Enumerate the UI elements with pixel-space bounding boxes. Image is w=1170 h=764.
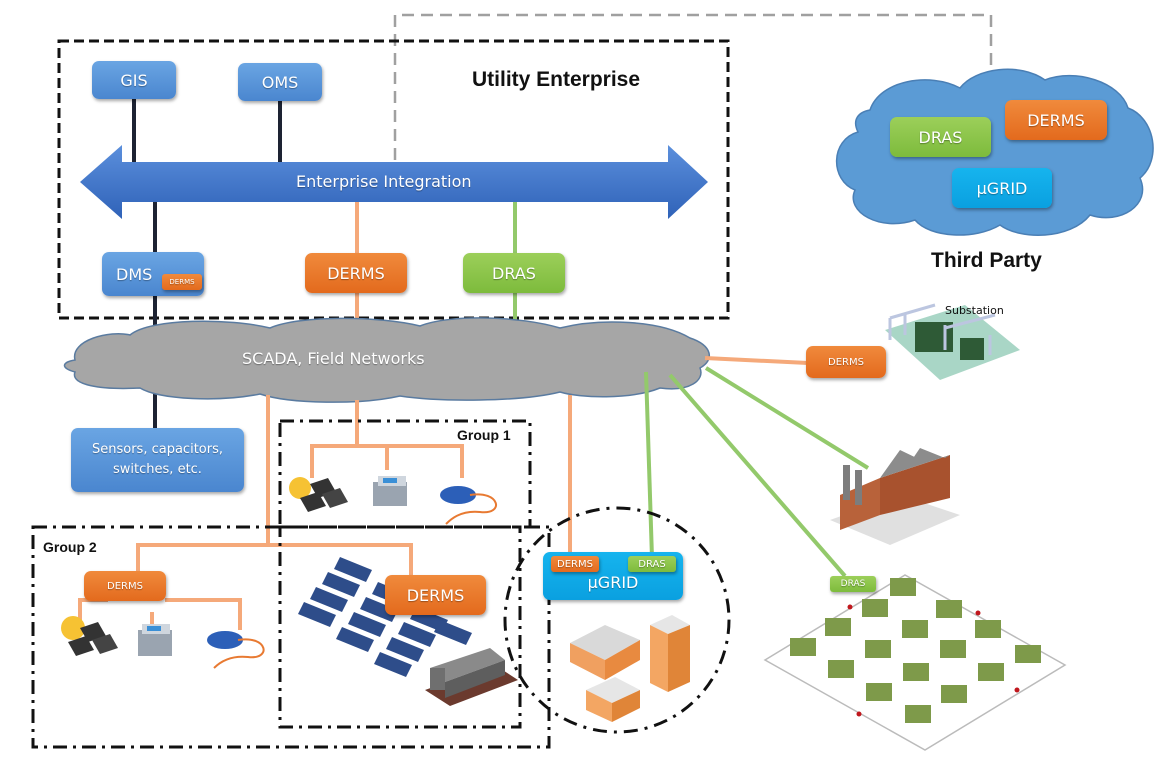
microgrid-dras-badge: DRAS (628, 556, 676, 572)
third-party-cloud (835, 68, 1154, 236)
storage-unit-icon (373, 476, 407, 506)
dms-derms-badge: DERMS (162, 274, 202, 290)
ugrid-dras-link (644, 371, 654, 559)
neighborhood-dras-box: DRAS (830, 576, 876, 592)
enterprise-derms-box: DERMS (305, 253, 407, 293)
field-devices-box: Sensors, capacitors, switches, etc. (71, 428, 244, 492)
warehouse-building-icon (570, 625, 640, 680)
substation-derms-box: DERMS (806, 346, 886, 378)
electric-vehicle-icon (207, 631, 265, 669)
solar-farm-boundary (278, 525, 522, 729)
neighborhood-icon (763, 574, 1067, 751)
enterprise-dras-box: DRAS (463, 253, 565, 293)
enterprise-integration-label: Enterprise Integration (296, 172, 472, 191)
group1-title: Group 1 (457, 427, 511, 443)
gis-box: GIS (92, 61, 176, 99)
solar-panel-icon (61, 616, 118, 656)
group2-boundary (31, 525, 551, 749)
third-party-ugrid-box: µGRID (952, 168, 1052, 208)
utility-enterprise-boundary (57, 39, 730, 320)
factory-dras-link (704, 366, 870, 470)
substation-icon (885, 303, 1020, 380)
factory-icon (830, 448, 960, 545)
solar-panel-icon (289, 477, 348, 512)
battery-bank-icon (425, 648, 518, 706)
electric-vehicle-icon (440, 486, 497, 525)
utility-enterprise-title: Utility Enterprise (472, 68, 641, 91)
neighborhood-dras-link (668, 373, 847, 578)
group2-bus (136, 543, 413, 580)
gis-label: GIS (120, 70, 148, 90)
scada-label: SCADA, Field Networks (242, 349, 425, 368)
substation-label: Substation (945, 304, 1004, 317)
office-building-icon (586, 677, 640, 722)
microgrid-boundary (503, 506, 731, 734)
oms-label: OMS (261, 72, 299, 92)
third-party-derms-box: DERMS (1005, 100, 1107, 140)
solar-array-icon (298, 557, 472, 677)
third-party-title: Third Party (931, 249, 1042, 272)
third-party-connector (393, 13, 993, 160)
storage-unit-icon (138, 624, 172, 656)
group1-bus (310, 444, 464, 478)
microgrid-derms-badge: DERMS (551, 556, 599, 572)
group1-boundary (278, 419, 532, 529)
group2-derms-box: DERMS (84, 571, 166, 601)
solar-farm-derms-box: DERMS (385, 575, 486, 615)
oms-box: OMS (238, 63, 322, 101)
office-tower-icon (650, 615, 690, 692)
group2-title: Group 2 (43, 539, 97, 555)
substation-derms-link (704, 356, 809, 365)
house-icons (790, 578, 1041, 723)
dms-label: DMS (116, 264, 153, 284)
enterprise-integration-bus (80, 145, 708, 219)
third-party-dras-box: DRAS (890, 117, 991, 157)
scada-cloud (63, 317, 710, 403)
